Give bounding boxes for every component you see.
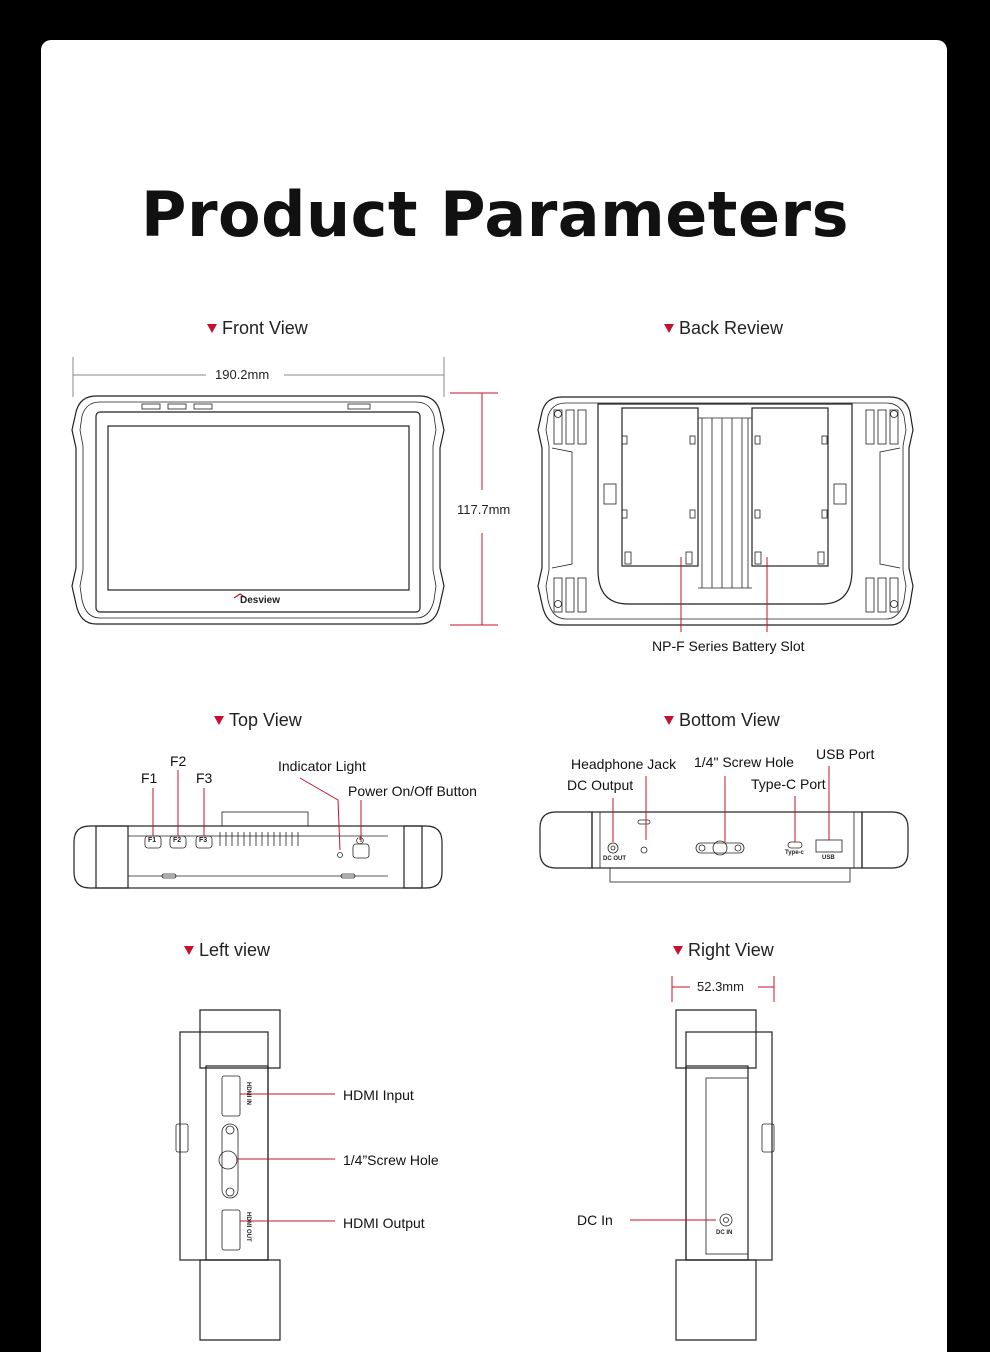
headphone-jack-label: Headphone Jack: [571, 756, 677, 772]
section-top-view: Top View: [214, 710, 302, 731]
f3-mark: F3: [199, 837, 208, 844]
f3-label: F3: [196, 770, 213, 786]
hdmi-out-mark: HDMI OUT: [245, 1212, 251, 1242]
dimension-height: 117.7mm: [457, 502, 511, 517]
right-view-drawing: [630, 976, 775, 1341]
back-view-drawing: [537, 396, 914, 632]
page-title: Product Parameters: [141, 178, 849, 251]
section-right-view: Right View: [673, 940, 774, 961]
top-view-drawing: [73, 770, 443, 889]
section-left-view: Left view: [184, 940, 270, 961]
dc-out-mark: DC OUT: [603, 856, 626, 862]
red-triangle-icon: [664, 324, 674, 333]
hdmi-output-label: HDMI Output: [343, 1215, 425, 1231]
left-view-drawing: [175, 1009, 335, 1341]
screw-hole-bottom-label: 1/4" Screw Hole: [694, 754, 794, 770]
red-triangle-icon: [214, 716, 224, 725]
red-triangle-icon: [673, 946, 683, 955]
indicator-light-label: Indicator Light: [278, 758, 366, 774]
dc-in-label: DC In: [577, 1212, 613, 1228]
red-triangle-icon: [207, 324, 217, 333]
red-triangle-icon: [664, 716, 674, 725]
dc-output-label: DC Output: [567, 777, 634, 793]
section-front-view: Front View: [207, 318, 308, 339]
f2-mark: F2: [173, 837, 182, 844]
dimension-width: 190.2mm: [215, 367, 270, 382]
hdmi-in-mark: HDMI IN: [245, 1082, 251, 1105]
f1-mark: F1: [148, 837, 157, 844]
screw-hole-left-label: 1/4”Screw Hole: [343, 1152, 439, 1168]
front-view-drawing: [71, 357, 498, 626]
usb-port-label: USB Port: [816, 746, 875, 762]
dc-in-mark: DC IN: [716, 1230, 733, 1236]
type-c-port-label: Type-C Port: [751, 776, 826, 792]
power-icon: ⏻: [356, 836, 364, 847]
section-bottom-view: Bottom View: [664, 710, 780, 731]
content-card: [41, 40, 947, 1352]
f1-label: F1: [141, 770, 158, 786]
f2-label: F2: [170, 753, 187, 769]
hdmi-input-label: HDMI Input: [343, 1087, 414, 1103]
battery-slot-label: NP-F Series Battery Slot: [652, 638, 805, 654]
red-triangle-icon: [184, 946, 194, 955]
usb-mark: USB: [822, 855, 835, 861]
bottom-view-drawing: [539, 766, 909, 883]
power-button-label: Power On/Off Button: [348, 783, 477, 799]
dimension-depth: 52.3mm: [697, 979, 744, 994]
section-back-view: Back Review: [664, 318, 783, 339]
type-c-mark: Type-c: [785, 850, 804, 856]
brand-logo: Desview: [240, 595, 281, 606]
